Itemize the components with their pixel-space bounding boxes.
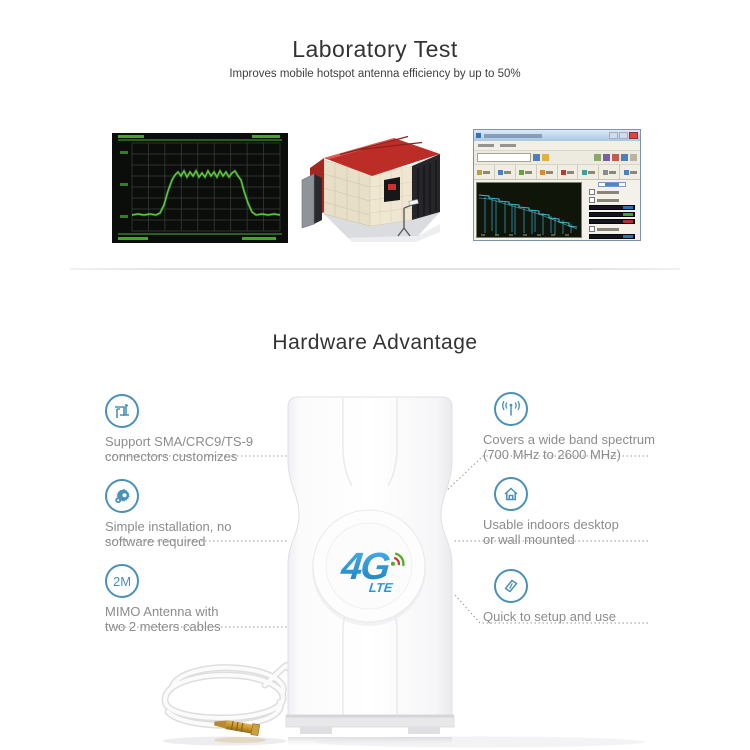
feature-text-line: or wall mounted (483, 532, 575, 547)
feature-text-line: (700 MHz to 2600 MHz) (483, 447, 621, 462)
lab-section-subtitle: Improves mobile hotspot antenna efficien… (229, 68, 521, 80)
signal-waves-icon (390, 552, 405, 567)
anechoic-chamber-graphic (300, 128, 456, 246)
close-icon (629, 132, 638, 139)
feature-text-line: Simple installation, no (105, 519, 232, 534)
test-software-image (473, 129, 641, 241)
file-combo (477, 153, 531, 162)
antenna-body: 4G LTE (285, 396, 455, 734)
4g-lte-logo: 4G LTE (338, 546, 405, 595)
crop-icon (105, 394, 139, 428)
app-icon (476, 133, 481, 138)
section-divider (70, 268, 680, 270)
feature-text-line: Support SMA/CRC9/TS-9 (105, 434, 254, 449)
settings-panel (584, 180, 640, 240)
feature-text-line: two 2 meters cables (105, 619, 221, 634)
hardware-section-title: Hardware Advantage (272, 331, 478, 354)
feature-text-line: Quick to setup and use (483, 609, 616, 624)
feature-text-line: software required (105, 534, 206, 549)
feature-text-line: Usable indoors desktop (483, 517, 619, 532)
minimize-icon (609, 132, 618, 139)
2m-badge-label: 2M (112, 573, 132, 589)
sma-connector (213, 720, 266, 743)
feature-text-line: connectors customizes (105, 449, 238, 464)
2m-badge: 2M (105, 564, 139, 598)
toolbar (474, 151, 640, 165)
base-foot (408, 727, 440, 734)
product-photo: 4G LTE (150, 390, 650, 750)
flash-icon (494, 569, 528, 603)
feature-text-line: MIMO Antenna with (105, 604, 219, 619)
home-icon (494, 477, 528, 511)
lab-section-title: Laboratory Test (292, 36, 458, 62)
panel-button (597, 182, 626, 187)
feature-text-line: Covers a wide band spectrum (483, 432, 655, 447)
antenna-cables (161, 661, 292, 729)
spectrum-analyzer-graphic (112, 133, 288, 243)
antenna-graphic: 4G LTE (161, 396, 645, 748)
antenna-mast (397, 204, 413, 237)
svg-text:LTE: LTE (368, 580, 393, 595)
feature-mimo-cables: 2M MIMO Antenna with two 2 meters cables (105, 564, 300, 634)
feature-installation: Simple installation, no software require… (105, 479, 300, 549)
svg-text:4G: 4G (338, 546, 391, 588)
feature-indoor-mount: Usable indoors desktop or wall mounted (483, 477, 678, 547)
anechoic-chamber-image (300, 128, 456, 246)
software-window (473, 129, 641, 241)
base-foot (300, 727, 332, 734)
menu-bar (474, 141, 640, 151)
spectrum-analyzer-image (112, 133, 288, 243)
feature-quick-setup: Quick to setup and use (483, 569, 678, 624)
window-titlebar (474, 130, 640, 141)
tab-strip (474, 165, 640, 180)
maximize-icon (619, 132, 628, 139)
feature-band-spectrum: Covers a wide band spectrum (700 MHz to … (483, 392, 678, 462)
broadcast-antenna-icon (494, 392, 528, 426)
gears-icon (105, 479, 139, 513)
feature-connectors: Support SMA/CRC9/TS-9 connectors customi… (105, 394, 300, 464)
attenuation-chart (476, 182, 582, 238)
